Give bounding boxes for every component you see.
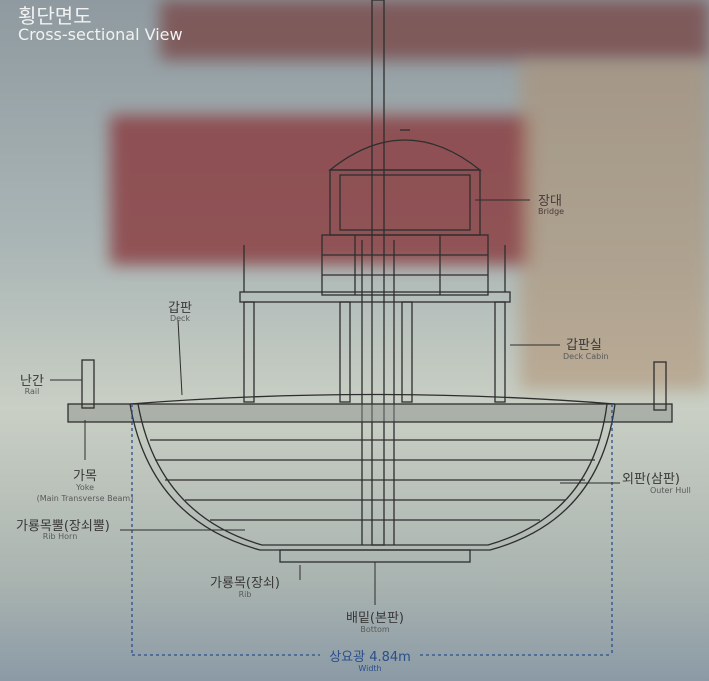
label-width: 상요광 4.84m	[329, 650, 411, 665]
label-yoke: 가목	[73, 469, 97, 484]
label-bridge-en: Bridge	[538, 207, 565, 216]
label-bottom-en: Bottom	[360, 625, 390, 634]
deck-cabin	[239, 245, 511, 403]
label-rib: 가룡목(장쇠)	[210, 576, 280, 591]
title-en: Cross-sectional View	[18, 25, 183, 44]
leader-lines	[50, 199, 620, 605]
background-red-block-top	[160, 0, 709, 60]
label-rib-horn-en: Rib Horn	[42, 532, 78, 541]
label-rib-en: Rib	[238, 590, 252, 599]
label-outer-hull-en: Outer Hull	[650, 486, 691, 495]
bridge-cabin	[321, 129, 489, 296]
yoke-beam	[67, 393, 673, 423]
label-deck-cabin: 갑판실	[566, 338, 602, 353]
label-yoke-en2: (Main Transverse Beam)	[36, 494, 134, 503]
rails	[81, 359, 667, 411]
label-rail: 난간	[20, 374, 44, 389]
title-ko: 횡단면도	[18, 4, 92, 28]
hull	[129, 403, 616, 563]
mast	[361, 0, 395, 546]
label-outer-hull: 외판(삼판)	[622, 472, 680, 487]
width-dimension	[131, 404, 613, 656]
label-bottom: 배밑(본판)	[346, 611, 404, 626]
label-deck: 갑판	[168, 301, 192, 316]
label-rail-en: Rail	[24, 387, 40, 396]
label-rib-horn: 가룡목뿔(장쇠뿔)	[16, 519, 110, 534]
label-width-en: Width	[358, 664, 382, 673]
label-bridge: 장대	[538, 194, 562, 209]
label-deck-cabin-en: Deck Cabin	[563, 352, 609, 361]
label-deck-en: Deck	[169, 314, 191, 323]
label-yoke-en: Yoke	[76, 483, 94, 492]
background-wood-beam	[520, 60, 709, 390]
background-red-block-mid	[110, 115, 530, 265]
